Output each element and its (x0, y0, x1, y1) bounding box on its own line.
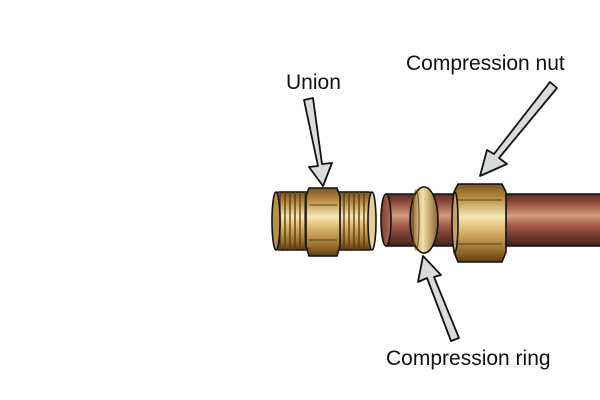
nut-pointer-arrow (479, 81, 558, 177)
union-label: Union (286, 71, 341, 94)
compression-ring (409, 186, 439, 254)
ring-pointer-arrow (417, 255, 460, 342)
union-fitting (271, 187, 377, 257)
compression-nut (451, 183, 507, 263)
compression-ring-label: Compression ring (386, 347, 551, 370)
union-pointer-arrow (303, 97, 333, 187)
compression-nut-label: Compression nut (406, 52, 565, 75)
